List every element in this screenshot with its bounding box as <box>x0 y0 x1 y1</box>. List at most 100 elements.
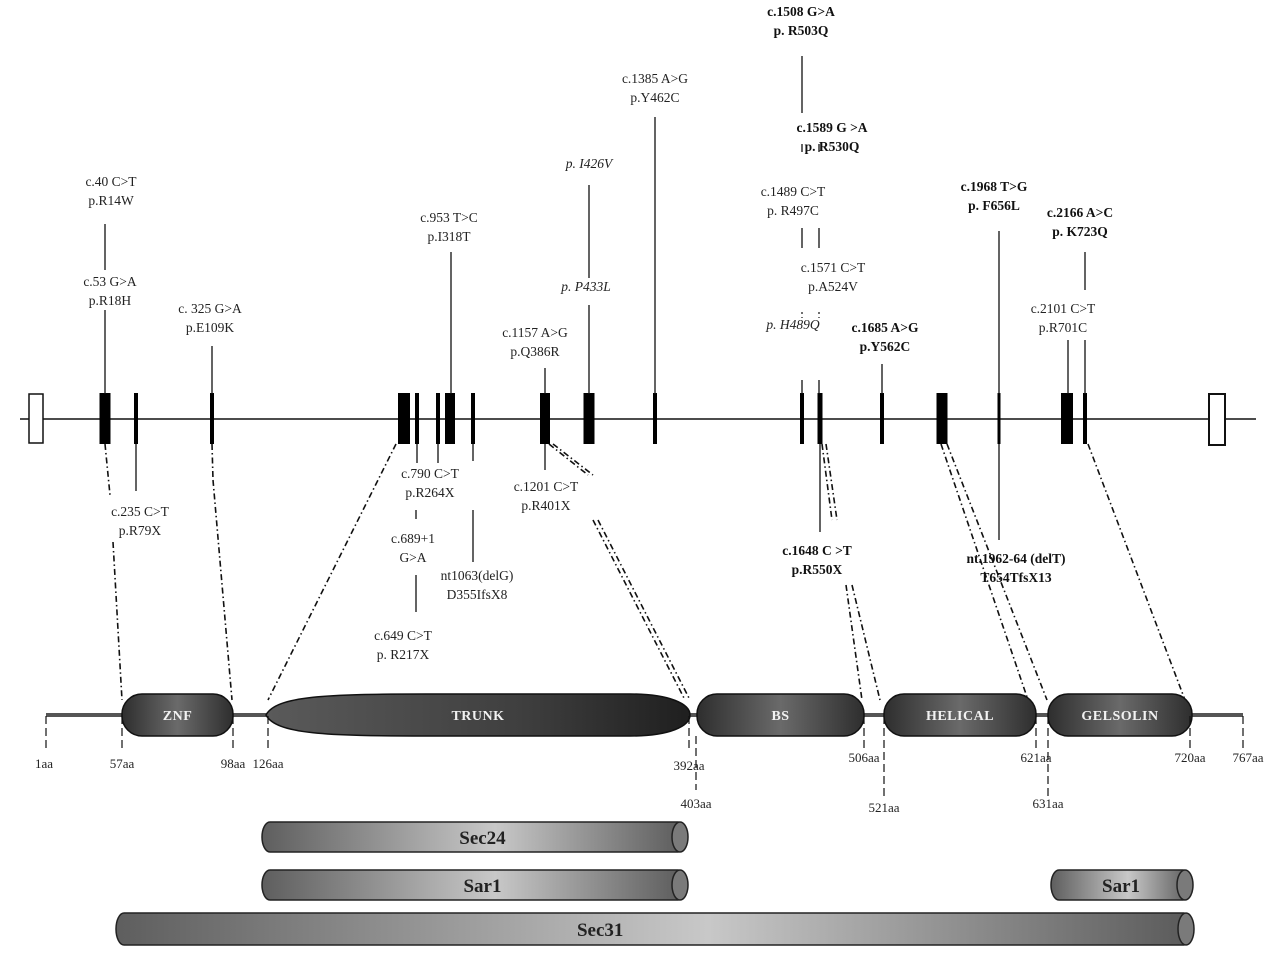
exon <box>134 393 138 444</box>
exon <box>880 393 884 444</box>
aa-marker-label: 720aa <box>1174 750 1205 765</box>
cylinder-cap <box>671 821 689 853</box>
exon <box>1083 393 1087 444</box>
mutation-label-m17-line1: c.2101 C>T <box>1031 301 1096 316</box>
connector-line <box>552 443 594 476</box>
aa-marker-label: 98aa <box>221 756 246 771</box>
interaction-bar-sec24: Sec24 <box>261 821 689 853</box>
mutation-label-m13-line1: p. H489Q <box>765 317 819 332</box>
exon <box>583 393 595 444</box>
mutation-label-m11-line1: c.1489 C>T <box>761 184 826 199</box>
exons <box>99 393 1087 444</box>
exon <box>99 393 111 444</box>
mutation-label-m16-line1: c.2166 A>C <box>1047 205 1113 220</box>
aa-marker-label: 621aa <box>1020 750 1051 765</box>
cylinder-cap <box>1176 869 1194 901</box>
exon <box>415 393 419 444</box>
connector-line <box>212 479 233 701</box>
aa-marker-label: 392aa <box>673 758 704 773</box>
exon <box>540 393 550 444</box>
mutation-label-l5-line2: D355IfsX8 <box>447 587 508 602</box>
upper-mutation-stems <box>104 56 1086 394</box>
mutation-label-m4-line2: p.I318T <box>427 229 471 244</box>
interaction-bar-sec31: Sec31 <box>115 912 1195 946</box>
mutation-label-l6-line2: p.R401X <box>521 498 570 513</box>
mutation-label-m15-line1: c.1968 T>G <box>961 179 1028 194</box>
domain-label-znf: ZNF <box>163 709 193 724</box>
mutation-label-m6-line1: p. I426V <box>565 156 614 171</box>
connector-line <box>548 443 589 476</box>
aa-marker-label: 126aa <box>252 756 283 771</box>
gene-backbone <box>20 393 1256 446</box>
exon-domain-connectors <box>104 443 1186 701</box>
connector-line <box>112 541 123 701</box>
connector-line <box>267 443 397 701</box>
mutation-label-m10-line2: p. R530Q <box>805 139 860 154</box>
mutation-label-l1-line1: c.235 C>T <box>111 504 170 519</box>
mutation-label-m2-line2: p.R18H <box>89 293 132 308</box>
exon <box>800 393 804 444</box>
mutation-label-l7-line1: c.1648 C >T <box>782 543 852 558</box>
cylinder-cap <box>671 869 689 901</box>
mutation-label-m3-line2: p.E109K <box>186 320 235 335</box>
aa-marker-label: 506aa <box>848 750 879 765</box>
mutation-label-l4-line1: c.649 C>T <box>374 628 433 643</box>
mutation-label-m11-line2: p. R497C <box>767 203 819 218</box>
aa-marker-label: 521aa <box>868 800 899 815</box>
mutation-label-l1-line2: p.R79X <box>119 523 162 538</box>
mutation-label-m5-line1: c.1157 A>G <box>502 325 568 340</box>
mutation-label-l3-line2: G>A <box>399 550 426 565</box>
domain-gelsolin <box>1047 693 1193 737</box>
mutation-label-m1-line1: c.40 C>T <box>85 174 137 189</box>
mutation-label-m15-line2: p. F656L <box>968 198 1020 213</box>
domain-trunk <box>265 693 691 737</box>
exon <box>210 393 214 444</box>
mutation-label-m3-line1: c. 325 G>A <box>178 301 242 316</box>
lower-mutation-stems <box>135 444 1000 612</box>
aa-marker-label: 631aa <box>1032 796 1063 811</box>
aa-marker-label: 57aa <box>110 756 135 771</box>
aa-marker-label: 1aa <box>35 756 53 771</box>
utr-box-right <box>1208 393 1226 446</box>
mutation-label-m14-line2: p.Y562C <box>860 339 911 354</box>
exon <box>471 393 475 444</box>
connector-line <box>597 519 691 701</box>
domain-helical <box>883 693 1037 737</box>
mutation-label-m17-line2: p.R701C <box>1039 320 1087 335</box>
interaction-bar-sar1-c: Sar1 <box>1050 869 1194 901</box>
exon <box>445 393 455 444</box>
mutation-label-m7-line1: p. P433L <box>560 279 611 294</box>
exon <box>653 393 657 444</box>
interaction-bar-label: Sar1 <box>463 876 501 897</box>
mutation-label-m14-line1: c.1685 A>G <box>852 320 919 335</box>
connector-line <box>940 443 1029 701</box>
connector-line <box>1087 443 1186 701</box>
connector-line <box>946 443 1048 701</box>
domain-label-trunk: TRUNK <box>451 709 504 724</box>
mutation-label-m16-line2: p. K723Q <box>1052 224 1108 239</box>
interaction-bar-sar1: Sar1 <box>261 869 689 901</box>
aa-marker-label: 767aa <box>1232 750 1263 765</box>
mutation-label-m12-line2: p.A524V <box>808 279 858 294</box>
exon <box>436 393 440 444</box>
mutation-label-l2-line1: c.790 C>T <box>401 466 460 481</box>
mutation-label-m8-line1: c.1385 A>G <box>622 71 688 86</box>
domain-label-helical: HELICAL <box>926 709 994 724</box>
domain-label-gelsolin: GELSOLIN <box>1081 709 1158 724</box>
exon <box>398 393 410 444</box>
connector-line <box>845 584 863 701</box>
mutation-label-l8-line2: T654TfsX13 <box>980 570 1052 585</box>
cylinder-cap <box>1177 912 1195 946</box>
domain-label-bs: BS <box>771 709 789 724</box>
protein-domain-map: ZNF TRUNK BS HELICAL GELSOLIN <box>46 693 1243 737</box>
mutation-label-m2-line1: c.53 G>A <box>83 274 137 289</box>
utr-box-left <box>28 393 44 444</box>
exon <box>936 393 948 444</box>
mutation-label-l7-line2: p.R550X <box>792 562 843 577</box>
connector-line <box>592 519 686 701</box>
mutation-label-m5-line2: p.Q386R <box>510 344 559 359</box>
